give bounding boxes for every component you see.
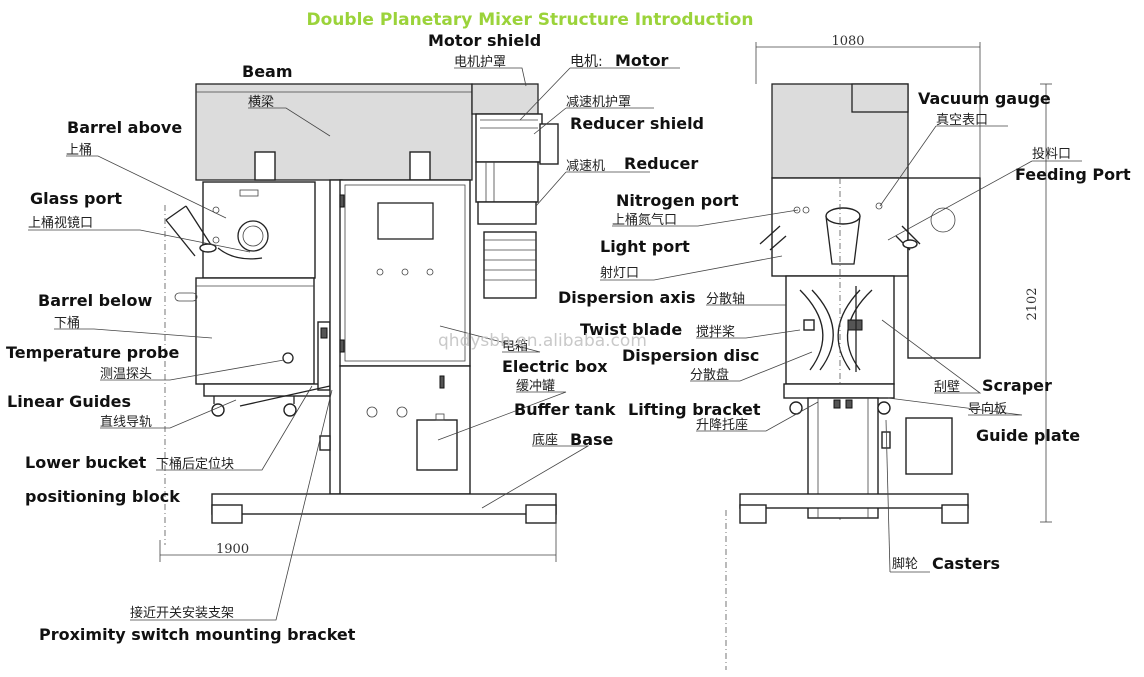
label-electric-box-zh: 电箱 <box>502 338 528 354</box>
temperature-probe-shape <box>282 352 294 364</box>
feeding-port-shape <box>825 207 861 225</box>
label-barrel-below-en: Barrel below <box>38 291 152 310</box>
label-dispersion-axis-zh: 分散轴 <box>706 292 745 307</box>
lower-barrel-shape <box>195 277 315 385</box>
label-lifting-bracket-en: Lifting bracket <box>628 400 761 419</box>
label-barrel-above-en: Barrel above <box>67 118 182 137</box>
label-vacuum-gauge-zh: 真空表口 <box>936 113 988 128</box>
dimension-1080: 1080 <box>831 34 864 49</box>
dimension-1900: 1900 <box>216 542 249 557</box>
label-buffer-tank-zh: 缓冲罐 <box>516 379 555 394</box>
motor-shield-shape <box>471 83 539 115</box>
label-light-port-zh: 射灯口 <box>600 265 639 281</box>
label-beam-zh: 横梁 <box>248 95 274 110</box>
label-motor-shield-en: Motor shield <box>428 31 541 50</box>
label-proximity-zh: 接近开关安装支架 <box>130 605 234 621</box>
label-motor-zh: 电机: <box>570 54 603 70</box>
label-temperature-probe-zh: 测温探头 <box>100 367 152 382</box>
label-feeding-port-en: Feeding Port <box>1015 165 1131 184</box>
label-scraper-en: Scraper <box>982 376 1052 395</box>
label-reducer-zh: 减速机 <box>566 159 605 174</box>
label-glass-port-en: Glass port <box>30 189 122 208</box>
side-view <box>739 83 981 524</box>
side-dimensions: 1080 2102 <box>725 34 1052 670</box>
buffer-tank-shape <box>416 419 458 471</box>
label-barrel-below-zh: 下桶 <box>54 316 80 331</box>
label-reducer-shield-en: Reducer shield <box>570 114 704 133</box>
label-reducer-en: Reducer <box>624 154 698 173</box>
label-light-port-en: Light port <box>600 237 690 256</box>
label-lower-bucket-en-2: positioning block <box>25 487 180 506</box>
label-lower-bucket-en-1: Lower bucket <box>25 453 147 472</box>
motor-shape <box>483 231 537 299</box>
glass-port-shape <box>237 220 269 252</box>
label-twist-blade-en: Twist blade <box>580 320 682 339</box>
side-base-shape <box>739 493 969 509</box>
label-casters-en: Casters <box>932 554 1000 573</box>
label-base-zh: 底座 <box>532 432 558 448</box>
label-lower-bucket-zh: 下桶后定位块 <box>156 457 234 472</box>
side-electric-box-shape <box>907 177 981 359</box>
label-guide-plate-zh: 导向板 <box>968 401 1007 417</box>
dimension-2102: 2102 <box>1025 287 1040 320</box>
label-motor-shield-zh: 电机护罩 <box>454 55 506 70</box>
watermark: qhdysbh.en.alibaba.com <box>438 331 647 351</box>
label-lifting-bracket-zh: 升降托座 <box>696 418 748 433</box>
label-glass-port-zh: 上桶视镜口 <box>28 216 93 231</box>
label-electric-box-en: Electric box <box>502 357 608 376</box>
label-twist-blade-zh: 搅拌桨 <box>696 324 735 340</box>
label-reducer-shield-zh: 减速机护罩 <box>566 95 631 110</box>
reducer-shape <box>475 161 539 203</box>
front-dimension: 1900 <box>159 520 557 562</box>
label-base-en: Base <box>570 430 614 449</box>
leader-lines <box>28 67 1082 621</box>
label-barrel-above-zh: 上桶 <box>66 143 92 158</box>
labels: Motor shield 电机护罩 电机: Motor Beam 横梁 减速机护… <box>6 31 1131 644</box>
diagram-title: Double Planetary Mixer Structure Introdu… <box>307 10 754 30</box>
front-view <box>164 83 559 545</box>
label-dispersion-axis-en: Dispersion axis <box>558 288 696 307</box>
label-motor-en: Motor <box>615 51 669 70</box>
label-beam-en: Beam <box>242 62 293 81</box>
label-proximity-en: Proximity switch mounting bracket <box>39 625 356 644</box>
label-dispersion-disc-zh: 分散盘 <box>690 367 729 383</box>
label-dispersion-disc-en: Dispersion disc <box>622 346 759 365</box>
label-guide-plate-en: Guide plate <box>976 426 1080 445</box>
label-casters-zh: 脚轮 <box>892 556 918 572</box>
base-shape <box>211 493 557 515</box>
label-nitrogen-port-zh: 上桶氮气口 <box>612 212 677 228</box>
label-vacuum-gauge-en: Vacuum gauge <box>918 89 1051 108</box>
label-linear-guides-en: Linear Guides <box>7 392 131 411</box>
label-feeding-port-zh: 投料口 <box>1032 146 1071 162</box>
label-linear-guides-zh: 直线导轨 <box>100 415 152 430</box>
label-temperature-probe-en: Temperature probe <box>6 343 179 362</box>
label-buffer-tank-en: Buffer tank <box>514 400 616 419</box>
reducer-shield-shape <box>475 113 543 163</box>
electric-box-shape <box>339 179 471 367</box>
label-scraper-zh: 刮壁 <box>934 380 960 395</box>
upper-barrel-shape <box>202 181 316 279</box>
label-nitrogen-port-en: Nitrogen port <box>616 191 739 210</box>
